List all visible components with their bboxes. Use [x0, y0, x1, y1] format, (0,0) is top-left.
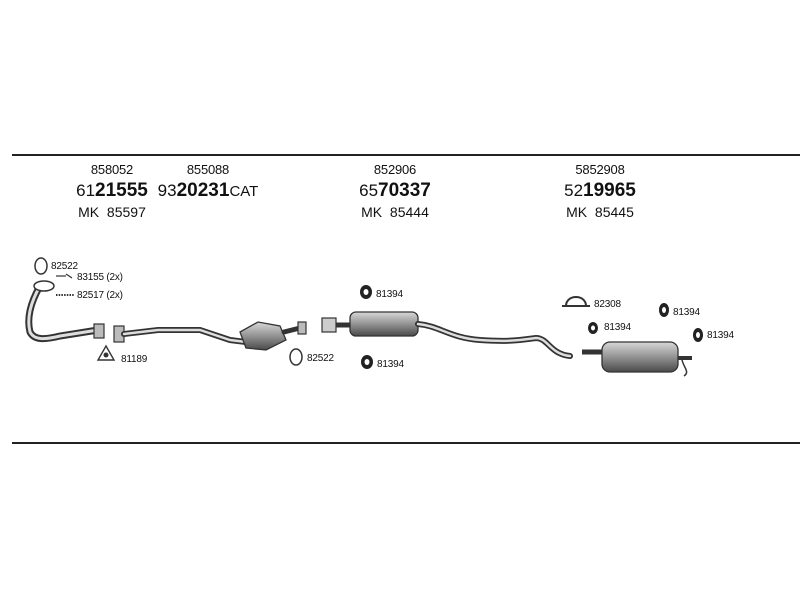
callout-83155: 83155 (2x) — [77, 272, 123, 283]
part-number-prefix: 93 — [157, 181, 177, 200]
mounting-kit-number: MK 85445 — [548, 205, 652, 219]
part-number-main: 19965 — [583, 180, 636, 201]
callout-82522: 82522 — [51, 261, 78, 272]
hanger-81394-c-icon — [588, 322, 598, 334]
mk-prefix: MK — [78, 204, 100, 220]
gasket-82522-icon — [34, 257, 48, 275]
mounting-kit-number: MK 85444 — [345, 205, 445, 219]
oe-number: 852906 — [373, 162, 417, 177]
part-number: 5219965 — [548, 181, 652, 200]
part-number: 9320231CAT — [152, 181, 264, 200]
callout-82522-b: 82522 — [307, 353, 334, 364]
oe-number: 855088 — [186, 162, 230, 177]
callout-82517: 82517 (2x) — [77, 290, 123, 301]
hanger-81394-e-icon — [693, 328, 703, 342]
top-divider-line — [12, 154, 800, 156]
mk-prefix: MK — [566, 204, 588, 220]
mk-value: 85445 — [594, 204, 634, 220]
catalytic-converter — [113, 321, 307, 351]
oe-number: 5852908 — [575, 162, 625, 177]
callout-81394-b: 81394 — [377, 359, 404, 370]
oe-number: 858052 — [90, 162, 134, 177]
part-number: 6121555 — [62, 181, 162, 200]
part-number-suffix: CAT — [229, 183, 259, 200]
bottom-divider-line — [12, 442, 800, 444]
hanger-81394-icon — [360, 285, 372, 299]
part-group-catalyst: 855088 9320231CAT — [152, 163, 264, 205]
part-number-prefix: 65 — [359, 181, 379, 200]
part-number-main: 21555 — [95, 180, 148, 201]
callout-81394-c: 81394 — [604, 322, 631, 333]
hanger-81394-b-icon — [361, 355, 373, 369]
middle-muffler — [321, 311, 573, 359]
part-number-main: 70337 — [378, 180, 431, 201]
gasket-82522-b-icon — [289, 348, 303, 366]
callout-81189: 81189 — [121, 354, 148, 365]
front-pipe-end-flange — [93, 323, 105, 339]
callout-81394-e: 81394 — [707, 330, 734, 341]
part-number: 6570337 — [345, 181, 445, 200]
mk-value: 85444 — [389, 204, 429, 220]
callout-81394-a: 81394 — [376, 289, 403, 300]
clamp-83155-icon — [56, 273, 73, 279]
part-group-middle-muffler: 852906 6570337 MK 85444 — [345, 163, 445, 219]
part-number-prefix: 52 — [564, 181, 584, 200]
clamp-82308-icon — [562, 296, 590, 307]
callout-82308: 82308 — [594, 299, 621, 310]
hanger-81394-d-icon — [659, 303, 669, 317]
mounting-kit-number: MK 85597 — [62, 205, 162, 219]
part-group-front-pipe: 858052 6121555 MK 85597 — [62, 163, 162, 219]
front-pipe — [25, 280, 105, 343]
rear-muffler — [582, 341, 692, 377]
part-group-rear-muffler: 5852908 5219965 MK 85445 — [548, 163, 652, 219]
part-number-main: 20231 — [176, 180, 230, 201]
mk-prefix: MK — [361, 204, 383, 220]
gasket-81189-icon — [96, 344, 116, 361]
callout-81394-d: 81394 — [673, 307, 700, 318]
front-pipe-flange — [33, 280, 55, 292]
part-number-prefix: 61 — [76, 181, 96, 200]
mk-value: 85597 — [106, 204, 146, 220]
